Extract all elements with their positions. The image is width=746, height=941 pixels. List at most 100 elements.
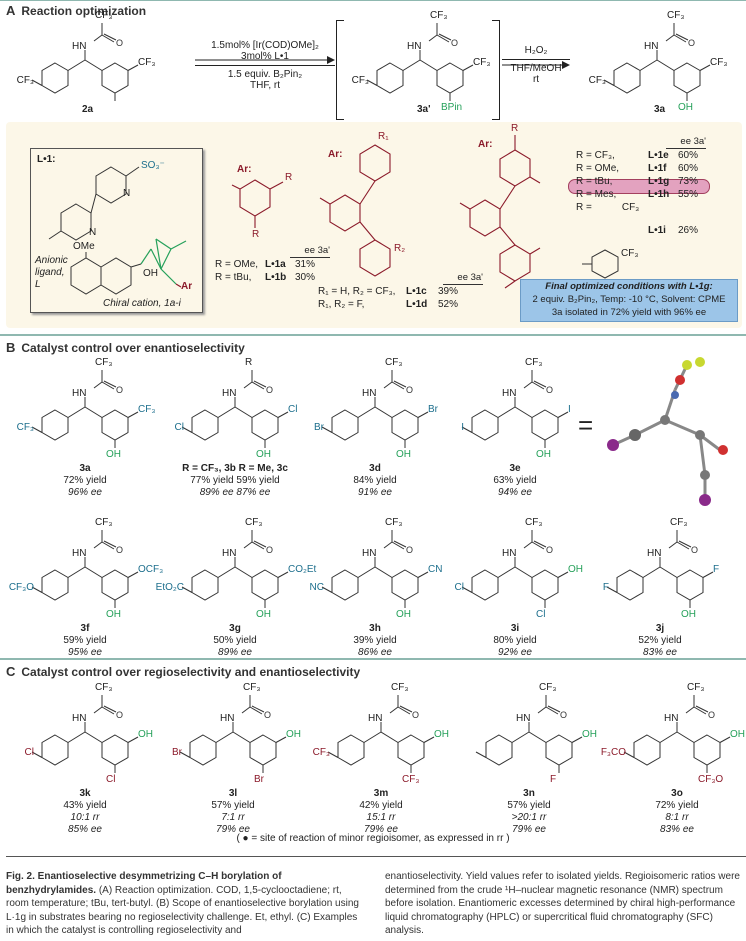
compound-value: 52% yield: [638, 635, 682, 646]
compound-id: 3l: [228, 788, 238, 799]
right-substituent-label: OH: [730, 729, 745, 740]
bottom-substituent-label: Cl: [106, 774, 116, 785]
caption-left: Fig. 2. Enantioselective desymmetrizing …: [6, 871, 359, 936]
r-label: R: [252, 229, 260, 240]
left-substituent-label: CF₃: [16, 75, 34, 86]
svg-text:O: O: [116, 710, 123, 720]
bracket-right: [492, 20, 500, 120]
compound-value: 50% yield: [213, 635, 257, 646]
svg-text:O: O: [116, 38, 123, 48]
hn-substituent-label: HN: [72, 41, 87, 52]
svg-text:O: O: [266, 385, 273, 395]
left-substituent-label: CF₃: [16, 422, 34, 433]
compound-value: 79% ee: [512, 824, 546, 835]
compound-value: 89% ee 87% ee: [199, 487, 271, 498]
svg-text:O: O: [116, 385, 123, 395]
compound-value: 43% yield: [63, 800, 107, 811]
hn-substituent-label: HN: [72, 548, 87, 559]
right-substituent-label: CF₃: [138, 404, 156, 415]
bottom-substituent-label: OH: [256, 449, 271, 460]
svg-text:O: O: [708, 710, 715, 720]
left-substituent-label: Cl: [454, 582, 464, 593]
hn-substituent-label: HN: [502, 548, 517, 559]
hn-substituent-label: HN: [222, 548, 237, 559]
svg-text:O: O: [406, 545, 413, 555]
compound-value: 72% yield: [63, 475, 107, 486]
acyl-substituent-label: CF₃: [687, 682, 705, 693]
r-label: R: [285, 172, 293, 183]
divider: [6, 856, 746, 857]
compound-value: 94% ee: [498, 487, 532, 498]
hn-substituent-label: HN: [664, 713, 679, 724]
left-substituent-label: Br: [172, 747, 182, 758]
r1-label: R₁: [378, 131, 389, 142]
right-substituent-label: Cl: [288, 404, 298, 415]
acyl-substituent-label: CF₃: [391, 682, 409, 693]
compound-value: 85% ee: [68, 824, 102, 835]
bottom-substituent-label: BPin: [441, 102, 463, 113]
compound-id: 2a: [82, 104, 94, 115]
right-substituent-label: Br: [428, 404, 438, 415]
right-substituent-label: OH: [582, 729, 597, 740]
svg-text:O: O: [688, 38, 695, 48]
hn-substituent-label: HN: [407, 41, 422, 52]
ligand-l1-box: L•1: SO₃⁻ N N OMe OH Ar Anionic ligand, …: [30, 148, 203, 313]
left-substituent-label: CF₃: [312, 747, 330, 758]
compound-value: 8:1 rr: [665, 812, 689, 823]
acyl-substituent-label: CF₃: [525, 357, 543, 368]
ar-label: Ar:: [478, 139, 493, 150]
acyl-substituent-label: CF₃: [525, 517, 543, 528]
acyl-substituent-label: CF₃: [385, 517, 403, 528]
bottom-substituent-label: OH: [681, 609, 696, 620]
bottom-substituent-label: OH: [106, 609, 121, 620]
compound-value: 86% ee: [358, 647, 392, 658]
divider: [0, 334, 746, 336]
compound-value: 91% ee: [358, 487, 392, 498]
bis-cf3-aryl: [582, 249, 619, 279]
compound-value: 95% ee: [68, 647, 102, 658]
left-substituent-label: EtO₂C: [155, 582, 184, 593]
compound-value: 72% yield: [655, 800, 699, 811]
svg-text:O: O: [451, 38, 458, 48]
left-substituent-label: CF₃O: [8, 582, 34, 593]
compound-value: 83% ee: [643, 647, 677, 658]
compound-id: 3a: [654, 104, 666, 115]
acyl-substituent-label: CF₃: [245, 517, 263, 528]
regioisomer-footnote: ( ● = site of reaction of minor regioiso…: [236, 833, 510, 844]
compound-value: 92% ee: [498, 647, 532, 658]
compound-id: 3h: [369, 623, 381, 634]
bottom-substituent-label: OH: [106, 449, 121, 460]
svg-text:O: O: [546, 545, 553, 555]
compound-id: 3k: [79, 788, 91, 799]
svg-text:O: O: [546, 385, 553, 395]
final-conditions-box: Final optimized conditions with L•1g: 2 …: [520, 279, 738, 322]
hn-substituent-label: HN: [362, 548, 377, 559]
hn-substituent-label: HN: [644, 41, 659, 52]
left-substituent-label: F: [602, 582, 609, 593]
compound-id: 3e: [509, 463, 521, 474]
acyl-substituent-label: CF₃: [95, 10, 113, 21]
compound-value: 39% yield: [353, 635, 397, 646]
anionic-ligand-label: Anionic ligand, L: [35, 255, 68, 290]
left-substituent-label: I: [461, 422, 464, 433]
compound-id: 3m: [373, 788, 389, 799]
left-substituent-label: Cl: [174, 422, 184, 433]
